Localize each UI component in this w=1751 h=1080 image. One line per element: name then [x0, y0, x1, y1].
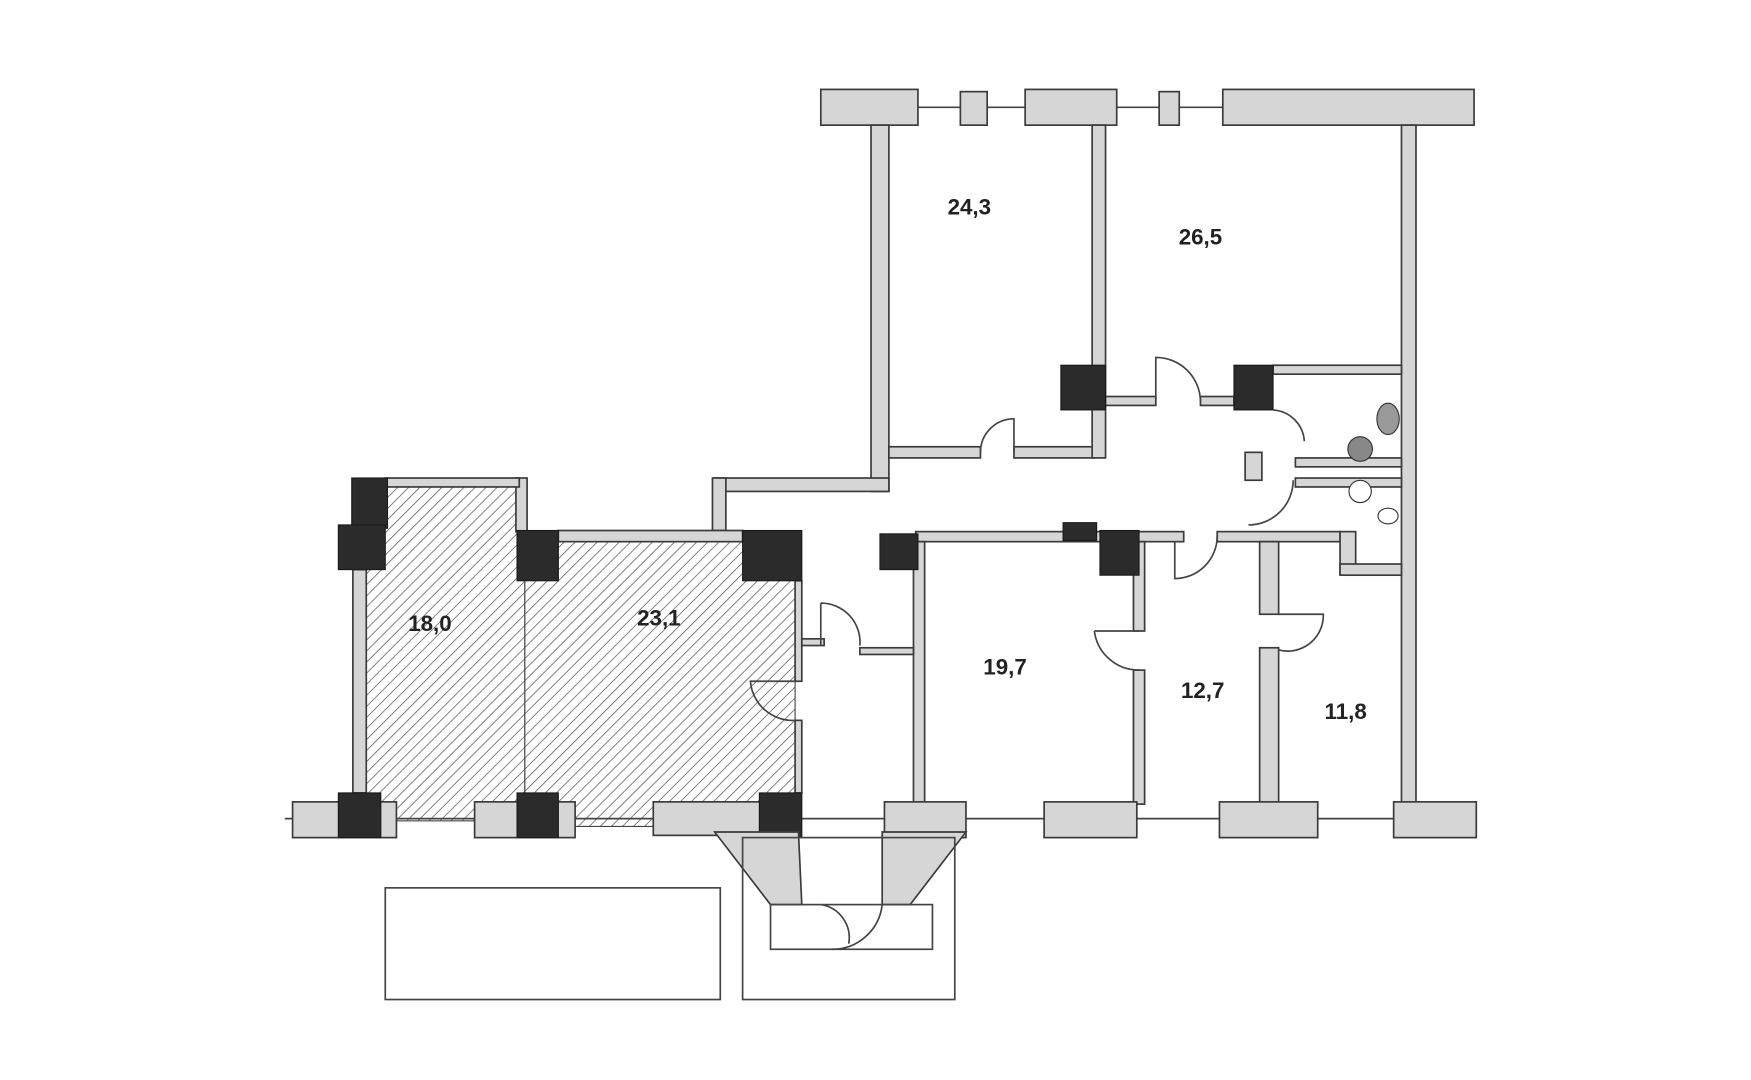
bathroom-fixtures	[1347, 402, 1400, 525]
hatched-room-23	[524, 533, 796, 827]
toilet-icon	[1376, 402, 1400, 436]
room-area-label: 11,8	[1325, 699, 1367, 724]
room-area-label: 23,1	[637, 605, 680, 630]
room-area-label: 12,7	[1181, 678, 1224, 703]
bidet-icon	[1377, 507, 1399, 525]
sink-icon	[1347, 436, 1373, 462]
top-exterior-wall	[819, 88, 1475, 126]
entrance-porch	[384, 831, 968, 1001]
room-area-label: 24,3	[948, 194, 991, 219]
door-swings	[749, 356, 1325, 951]
basin-icon	[1348, 479, 1372, 504]
room-area-label: 18,0	[408, 611, 451, 636]
pillars	[337, 364, 1274, 839]
room-area-label: 19,7	[983, 655, 1026, 680]
room-area-label: 26,5	[1179, 225, 1222, 250]
